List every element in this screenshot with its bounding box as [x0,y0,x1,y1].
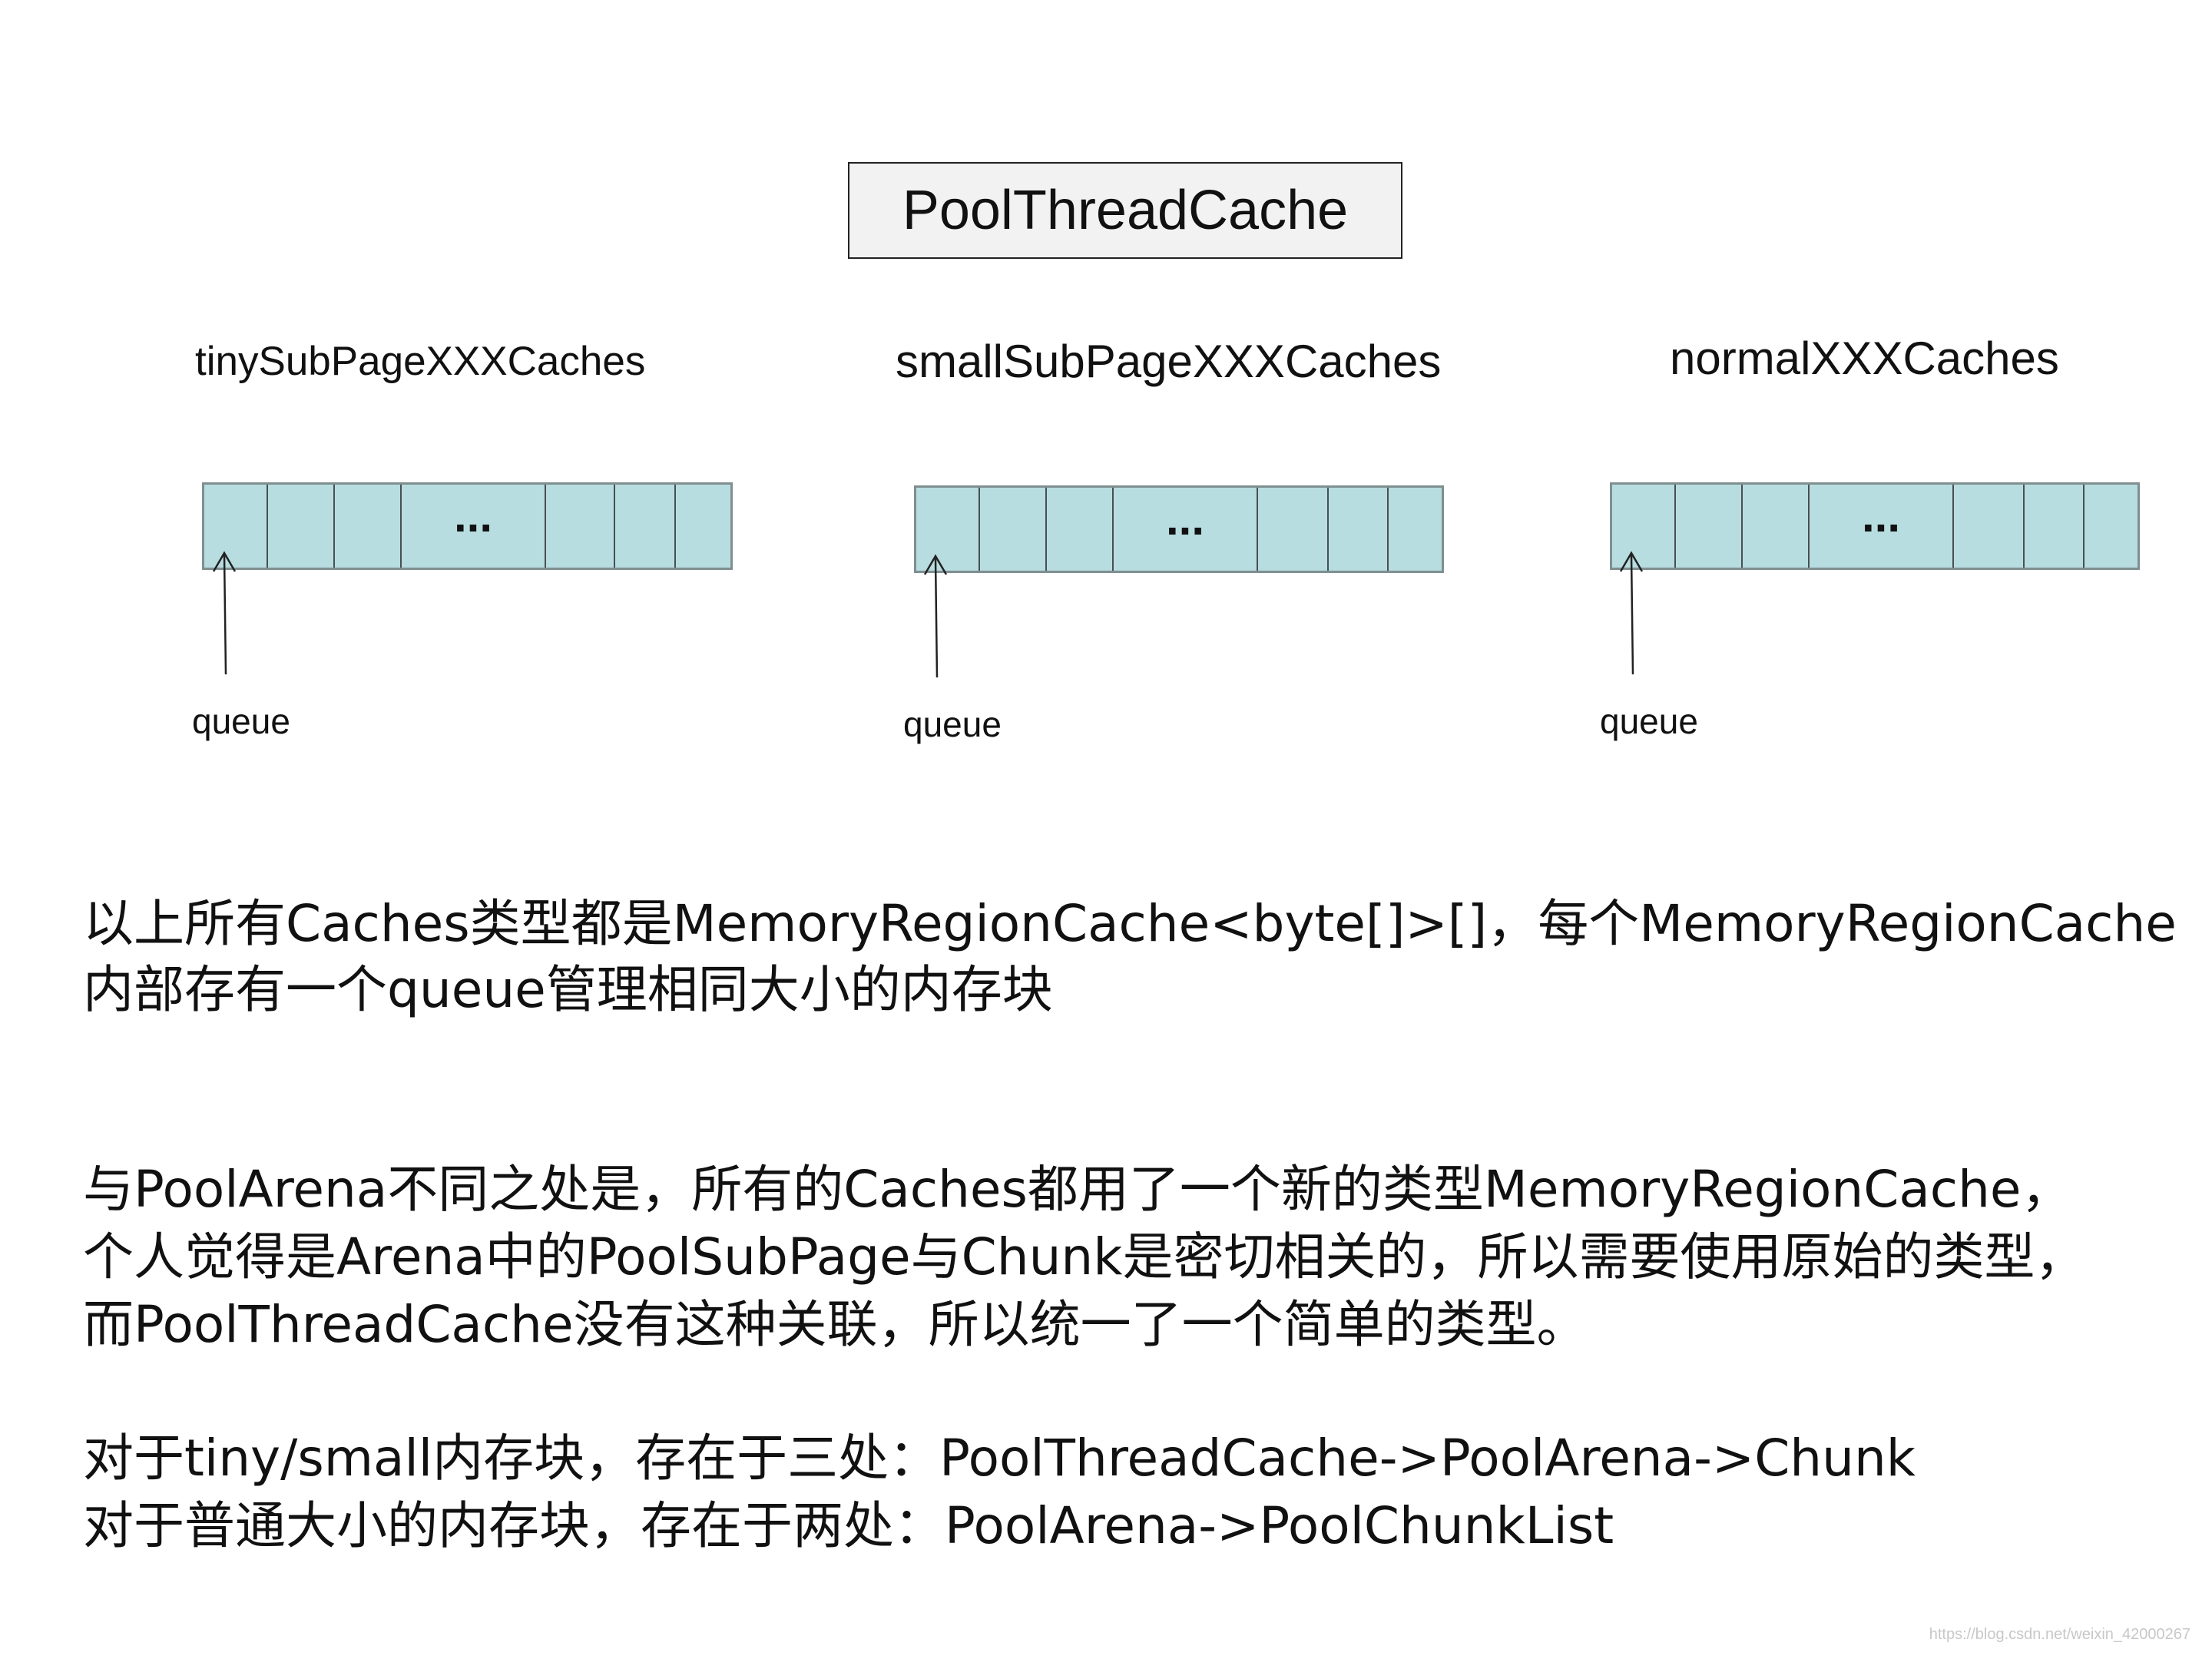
array-cell [1612,485,1676,568]
array-cell-ellipsis: ... [402,485,546,568]
note-line-6: 对于tiny/small内存块，存在于三处：PoolThreadCache->P… [83,1429,1916,1488]
queue-pointer-arrow-normal [1619,551,1644,675]
array-cell [1329,488,1389,571]
array-cell [916,488,980,571]
array-cell [1954,485,2025,568]
cache-array-tiny: ... [202,482,733,570]
array-cell [335,485,402,568]
array-cell [980,488,1047,571]
ellipsis-text: ... [1861,490,1900,541]
note-line-7: 对于普通大小的内存块，存在于两处：PoolArena->PoolChunkLis… [83,1496,1614,1555]
note-line-1: 以上所有Caches类型都是MemoryRegionCache<byte[]>[… [83,894,2177,953]
group-label-small: smallSubPageXXXCaches [896,336,1442,387]
array-cell [1743,485,1810,568]
array-cell [615,485,676,568]
array-cell [204,485,268,568]
note-line-2: 内部存有一个queue管理相同大小的内存块 [83,960,1053,1019]
ellipsis-text: ... [1165,493,1204,545]
queue-pointer-arrow-small [923,554,948,678]
group-label-normal: normalXXXCaches [1670,333,2059,384]
title-label: PoolThreadCache [902,180,1349,241]
queue-label-small: queue [903,704,1002,744]
cache-array-small: ... [914,485,1444,573]
array-cell [268,485,335,568]
array-cell [546,485,615,568]
cache-array-normal: ... [1610,482,2140,570]
array-cell-ellipsis: ... [1114,488,1258,571]
array-cell [676,485,730,568]
array-cell [2025,485,2085,568]
array-cell [2085,485,2137,568]
queue-label-normal: queue [1600,701,1698,741]
array-cell [1047,488,1114,571]
note-line-4: 个人觉得是Arena中的PoolSubPage与Chunk是密切相关的，所以需要… [83,1227,2086,1286]
note-line-5: 而PoolThreadCache没有这种关联，所以统一了一个简单的类型。 [83,1295,1588,1354]
group-label-tiny: tinySubPageXXXCaches [195,339,646,384]
array-cell [1258,488,1329,571]
ellipsis-text: ... [453,490,492,541]
queue-pointer-arrow-tiny [212,551,237,675]
array-cell-ellipsis: ... [1810,485,1954,568]
note-line-3: 与PoolArena不同之处是，所有的Caches都用了一个新的类型Memory… [83,1160,2072,1219]
pool-thread-cache-box: PoolThreadCache [848,162,1402,259]
array-cell [1389,488,1442,571]
watermark: https://blog.csdn.net/weixin_42000267 [1929,1626,2190,1643]
queue-label-tiny: queue [192,701,290,741]
array-cell [1676,485,1743,568]
